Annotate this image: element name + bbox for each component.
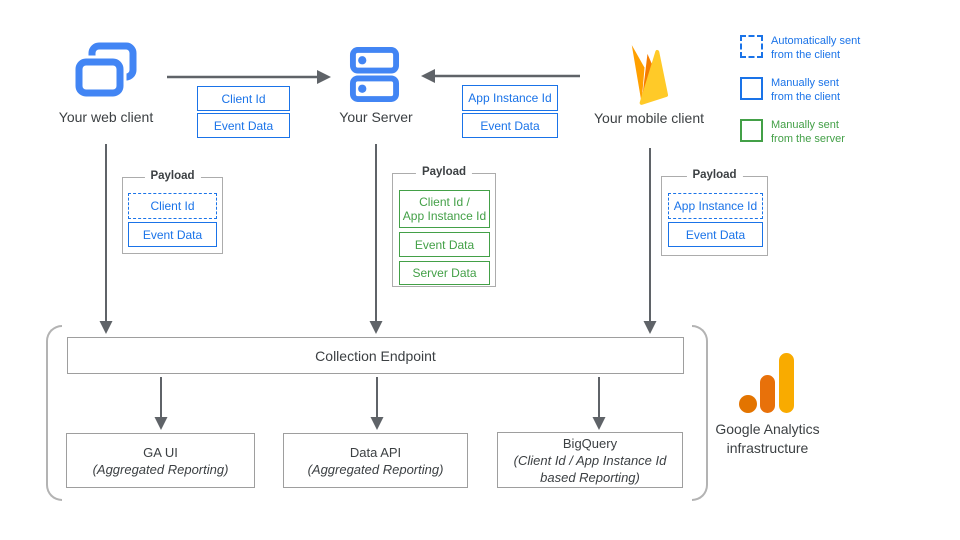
arrow-web-to-server bbox=[167, 70, 331, 84]
mobile-payload-event-data: Event Data bbox=[668, 222, 763, 247]
web-payload-event-data: Event Data bbox=[128, 222, 217, 247]
web-payload-client-id: Client Id bbox=[128, 193, 217, 219]
data-api-subtitle: (Aggregated Reporting) bbox=[307, 461, 444, 477]
server-payload-event-data: Event Data bbox=[399, 232, 490, 257]
flow-chip-client-id: Client Id bbox=[197, 86, 290, 111]
infrastructure-bracket-right bbox=[692, 325, 708, 501]
arrow-web-to-endpoint bbox=[99, 144, 113, 334]
output-box-bigquery: BigQuery (Client Id / App Instance Id ba… bbox=[497, 432, 683, 488]
collection-endpoint-box: Collection Endpoint bbox=[67, 337, 684, 374]
firebase-flame-main bbox=[639, 49, 669, 105]
legend-label-manual-client: Manually sent from the client bbox=[771, 77, 841, 103]
mobile-payload-app-instance-id: App Instance Id bbox=[668, 193, 763, 219]
ga-ui-title: GA UI bbox=[143, 444, 178, 460]
flow-chip-event-data: Event Data bbox=[197, 113, 290, 138]
legend-label-manual-server: Manually sent from the server bbox=[771, 119, 845, 145]
legend-swatch-auto-client bbox=[740, 35, 763, 58]
flow-chip-event-data-2: Event Data bbox=[462, 113, 558, 138]
web-client-label: Your web client bbox=[58, 109, 154, 125]
server-rack-top bbox=[349, 47, 400, 74]
server-payload-ids: Client Id / App Instance Id bbox=[399, 190, 490, 228]
ga-dot bbox=[739, 395, 757, 413]
ga-infrastructure-caption: Google Analytics infrastructure bbox=[715, 421, 820, 456]
server-payload-server-data: Server Data bbox=[399, 261, 490, 285]
arrow-mobile-to-server bbox=[421, 69, 580, 83]
google-analytics-icon bbox=[739, 353, 794, 413]
bigquery-title: BigQuery bbox=[562, 435, 618, 451]
web-client-icon bbox=[72, 42, 137, 100]
mobile-client-label: Your mobile client bbox=[594, 110, 704, 126]
firebase-flame-left bbox=[631, 45, 645, 103]
mobile-payload-box: Payload App Instance Id Event Data bbox=[661, 169, 768, 256]
arrow-server-to-endpoint bbox=[369, 144, 383, 334]
ga-bar-mid bbox=[760, 375, 775, 413]
web-payload-title: Payload bbox=[144, 170, 201, 182]
firebase-icon bbox=[631, 45, 669, 105]
output-box-ga-ui: GA UI (Aggregated Reporting) bbox=[66, 433, 255, 488]
server-rack-bottom bbox=[349, 75, 400, 102]
arrow-endpoint-to-data-api bbox=[370, 377, 384, 430]
web-client-front-window bbox=[75, 58, 124, 97]
web-payload-box: Payload Client Id Event Data bbox=[122, 170, 223, 254]
arrow-mobile-to-endpoint bbox=[643, 148, 657, 334]
mobile-payload-title: Payload bbox=[686, 169, 743, 181]
server-label: Your Server bbox=[339, 109, 413, 125]
server-led-bottom bbox=[358, 84, 367, 93]
server-payload-title: Payload bbox=[415, 166, 473, 178]
ga-ui-subtitle: (Aggregated Reporting) bbox=[92, 461, 229, 477]
bigquery-subtitle: (Client Id / App Instance Id based Repor… bbox=[513, 452, 667, 485]
server-payload-box: Payload Client Id / App Instance Id Even… bbox=[392, 166, 496, 287]
ga-bar-tall bbox=[779, 353, 794, 413]
collection-endpoint-label: Collection Endpoint bbox=[315, 347, 436, 364]
legend-swatch-manual-server bbox=[740, 119, 763, 142]
legend-label-auto-client: Automatically sent from the client bbox=[771, 35, 861, 61]
legend-swatch-manual-client bbox=[740, 77, 763, 100]
arrow-endpoint-to-ga-ui bbox=[154, 377, 168, 430]
arrow-endpoint-to-bigquery bbox=[592, 377, 606, 430]
data-api-title: Data API bbox=[349, 444, 402, 460]
output-box-data-api: Data API (Aggregated Reporting) bbox=[283, 433, 468, 488]
server-led-top bbox=[358, 56, 367, 65]
server-icon bbox=[349, 47, 400, 102]
flow-chip-app-instance-id: App Instance Id bbox=[462, 85, 558, 111]
infrastructure-bracket-left bbox=[46, 325, 62, 501]
